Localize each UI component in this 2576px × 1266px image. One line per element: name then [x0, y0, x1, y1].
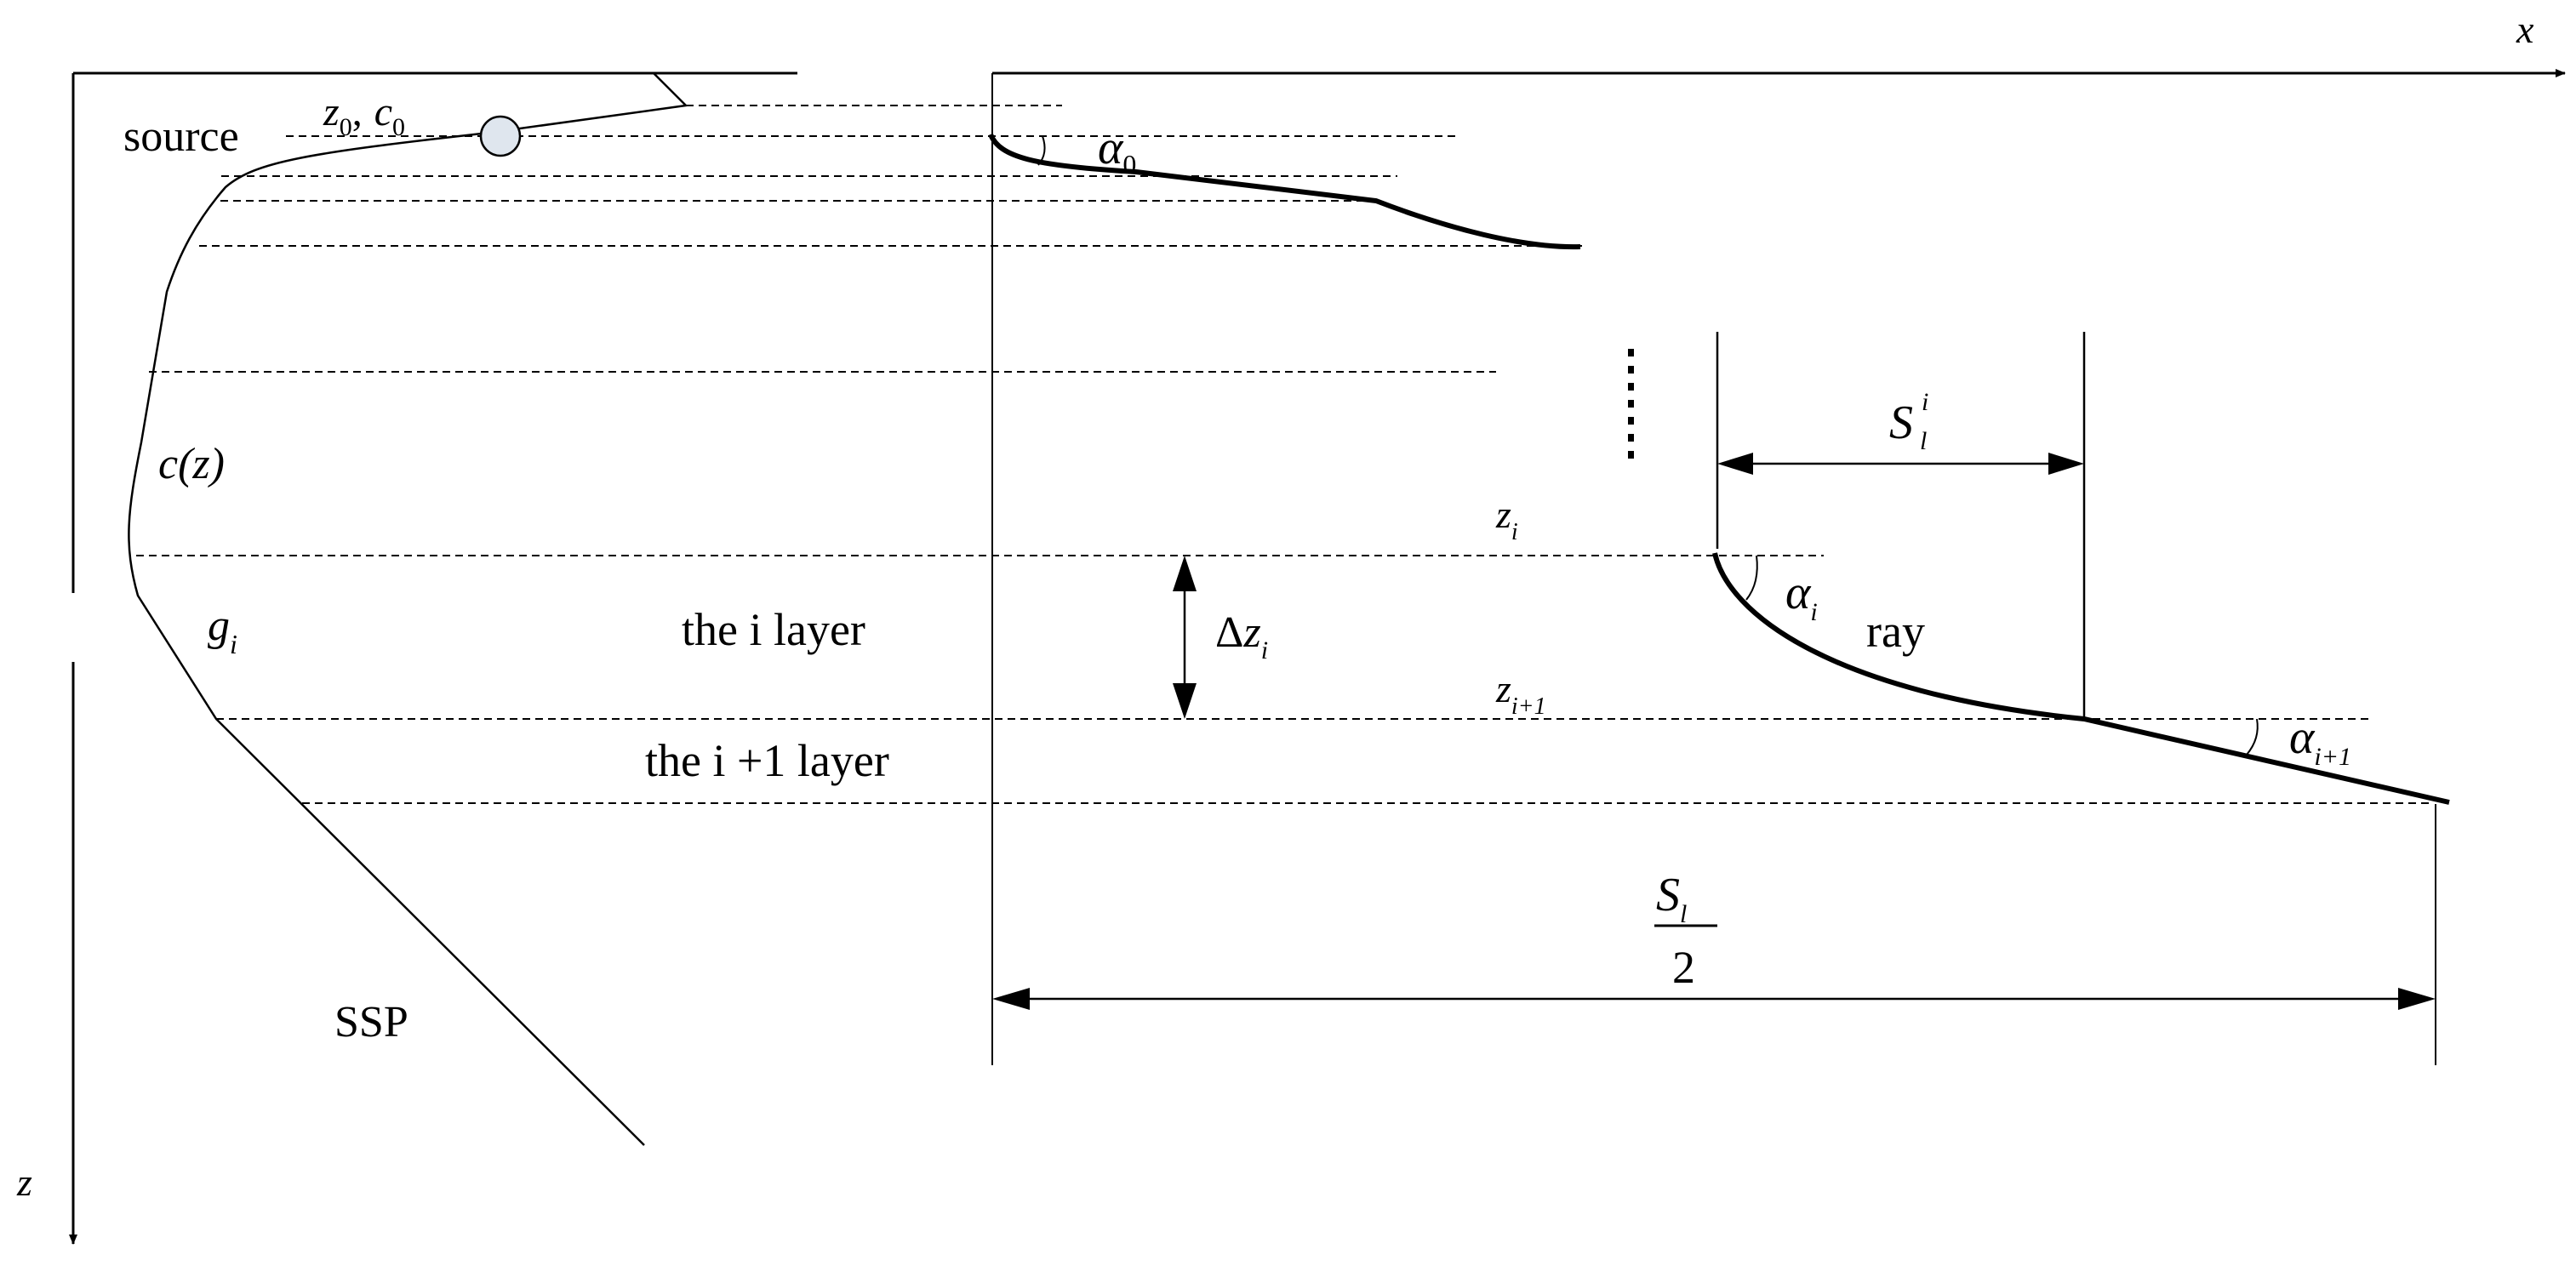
source-position-label: z0,c0	[323, 89, 405, 141]
labels: x z source z0,c0 c(z) gi SSP the i layer…	[16, 8, 2534, 1204]
z-i-label: zi	[1495, 493, 1518, 545]
z-i1-label: zi+1	[1495, 667, 1546, 720]
delta-z-label: Δzi	[1215, 608, 1268, 664]
alpha-i-label: αi	[1785, 567, 1818, 626]
alpha0-label: α0	[1098, 122, 1136, 180]
ray-label: ray	[1866, 606, 1925, 657]
alpha-i1-arc	[2246, 718, 2259, 756]
gradient-label: gi	[208, 602, 237, 659]
x-axis-label: x	[2516, 8, 2534, 51]
s-li-arrow-right	[2048, 453, 2084, 475]
s-li-arrow-left	[1717, 453, 1753, 475]
delta-z-arrow-down	[1173, 683, 1197, 719]
s-half-arrow-right	[2398, 988, 2436, 1010]
sound-speed-label: c(z)	[158, 440, 225, 488]
layer-lines-left	[136, 105, 2434, 804]
ray-panel	[988, 69, 2566, 1065]
s-half-denominator: 2	[1672, 942, 1695, 993]
s-half-arrow-left	[992, 988, 1030, 1010]
source-label: source	[123, 112, 239, 161]
alpha0-arc	[1037, 135, 1046, 166]
s-half-numerator: Sl	[1656, 869, 1687, 928]
ssp-panel	[69, 71, 2434, 1245]
alpha-i-arc	[1745, 555, 1758, 601]
ssp-curve	[128, 72, 688, 1146]
alpha-i1-label: αi+1	[2289, 711, 2351, 771]
s-li-label: S	[1889, 396, 1913, 449]
ray-upper	[988, 133, 1581, 250]
s-li-sup: i	[1922, 388, 1928, 416]
layer-i-label: the i layer	[682, 604, 865, 655]
delta-z-arrow-up	[1173, 556, 1197, 591]
z-axis-label: z	[16, 1160, 32, 1204]
source-marker	[479, 115, 522, 157]
continuation-dots	[1628, 349, 1634, 459]
ssp-label: SSP	[334, 998, 408, 1046]
ray-layer-i	[1712, 552, 2450, 805]
s-li-sub: l	[1920, 427, 1927, 455]
layer-i1-label: the i +1 layer	[645, 735, 889, 786]
